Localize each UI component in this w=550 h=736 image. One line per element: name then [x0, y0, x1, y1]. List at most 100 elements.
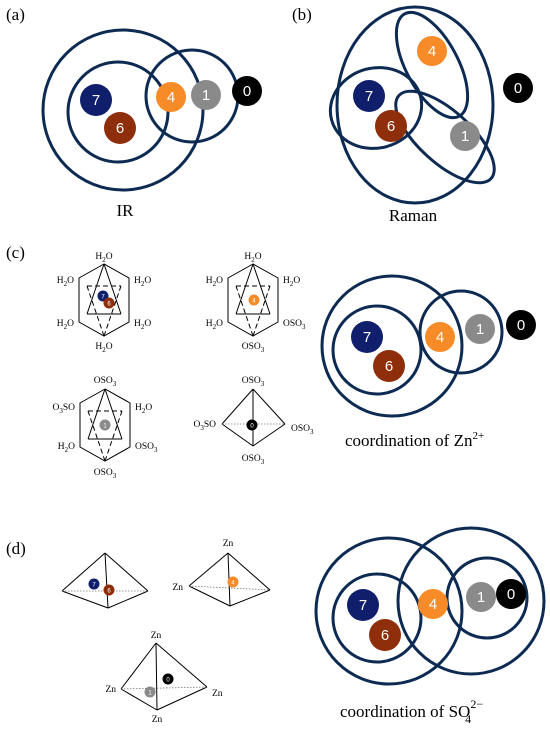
- ball-6: 6: [104, 112, 136, 144]
- ball-0: 0: [503, 73, 533, 103]
- ball-1: 1: [450, 121, 480, 151]
- raman-right-ring: [394, 89, 496, 185]
- ball-4: 4: [425, 322, 455, 352]
- zn-outer-ring: [320, 274, 464, 418]
- tetrahedron-edge: [107, 590, 149, 609]
- panel-a-label: (a): [6, 5, 25, 24]
- zn-right-ring: [418, 289, 504, 375]
- tetrahedron-edge: [155, 642, 208, 688]
- tetrahedron-hidden-edge: [120, 686, 208, 690]
- octahedron-hidden-edge: [104, 410, 123, 462]
- ligand-oso3: OSO3: [242, 454, 265, 466]
- panel-b: (b) 4 7 6 1 0 Raman: [292, 5, 533, 225]
- ligand-zn: Zn: [172, 583, 183, 593]
- svg-text:0: 0: [166, 678, 170, 684]
- ligand-zn: Zn: [212, 689, 223, 699]
- svg-text:7: 7: [359, 597, 367, 614]
- ball-7: 7: [80, 84, 112, 116]
- ball-6: 6: [373, 350, 405, 382]
- tetrahedron-edge: [221, 423, 254, 447]
- tetrahedron-edge: [221, 388, 254, 425]
- tetrahedron-edge: [155, 642, 158, 711]
- ligand-zn: Zn: [151, 631, 162, 641]
- ball-0: 0: [232, 76, 262, 106]
- svg-text:1: 1: [148, 691, 152, 697]
- ligand-oso3: OSO3: [94, 376, 117, 388]
- ball-4: 4: [418, 589, 448, 619]
- octahedron-edge: [87, 388, 106, 440]
- ligand-h2o: H2O: [57, 319, 74, 331]
- ball-0: 0: [246, 419, 258, 431]
- octahedron-hidden-edge: [86, 285, 105, 337]
- zn-inner-ring: [331, 304, 423, 396]
- svg-text:6: 6: [387, 118, 395, 135]
- panel-c-label: (c): [6, 243, 25, 262]
- zn-caption: coordination of Zn2+: [345, 430, 484, 450]
- panel-b-label: (b): [292, 5, 312, 24]
- ligand-h2o: H2O: [57, 276, 74, 288]
- so4-caption: coordination of SO2−4: [340, 697, 483, 726]
- svg-text:6: 6: [381, 627, 389, 644]
- svg-text:1: 1: [476, 321, 484, 338]
- tetrahedron-edge: [61, 552, 106, 592]
- tetrahedron-edge: [120, 642, 157, 690]
- svg-text:1: 1: [103, 424, 107, 430]
- tetrahedron-so4-7-6: 7 6: [61, 552, 149, 609]
- panel-a: (a) 7 6 4 1 0 IR: [6, 5, 262, 220]
- octahedron-hidden-edge: [103, 285, 122, 337]
- panel-d: (d) 7 6: [6, 526, 546, 726]
- tetrahedron-edge: [104, 552, 109, 609]
- svg-text:0: 0: [250, 424, 254, 430]
- ball-6: 6: [103, 584, 115, 596]
- ligand-h2o: H2O: [134, 276, 151, 288]
- tetrahedron-edge: [252, 423, 286, 447]
- svg-text:0: 0: [507, 586, 515, 603]
- svg-text:4: 4: [429, 596, 437, 613]
- panel-c: (c) 7 6 H2O H2O H2O H2O H2O H2O: [6, 243, 536, 480]
- octahedron-edge: [86, 263, 105, 315]
- raman-outer-ring: [335, 5, 495, 205]
- ligand-oso3: OSO3: [283, 319, 306, 331]
- ball-4: 4: [248, 294, 260, 306]
- tetrahedron-edge: [229, 589, 271, 607]
- tetrahedron-zn-oso3: 0 OSO3 O3SO OSO3 OSO3: [193, 376, 314, 466]
- tetrahedron-edge: [104, 552, 149, 592]
- tetrahedron-so4-1-0: 0 1 Zn Zn Zn Zn: [105, 631, 222, 725]
- svg-text:7: 7: [363, 329, 371, 346]
- so4-right-ring: [396, 526, 546, 676]
- ligand-oso3: OSO3: [94, 468, 117, 480]
- ball-4: 4: [417, 36, 447, 66]
- svg-text:4: 4: [428, 43, 436, 60]
- ball-1: 1: [191, 80, 221, 110]
- raman-caption: Raman: [389, 206, 438, 225]
- octahedron-edge: [104, 388, 123, 440]
- svg-text:7: 7: [92, 92, 100, 109]
- ligand-h2o: H2O: [58, 442, 75, 454]
- octahedron-zn-h2o-oso3: 4 H2O H2O H2O H2O OSO3 OSO3: [206, 252, 306, 354]
- so4-left-ring: [314, 536, 464, 686]
- ligand-h2o: H2O: [95, 252, 112, 264]
- svg-text:4: 4: [252, 299, 256, 305]
- ligand-h2o: H2O: [283, 276, 300, 288]
- ligand-oso3: OSO3: [242, 376, 265, 388]
- octahedron-hidden-edge: [252, 285, 271, 337]
- ball-7: 7: [351, 321, 383, 353]
- ligand-zn: Zn: [105, 685, 116, 695]
- tetrahedron-edge: [188, 585, 231, 607]
- octahedron-hidden-edge: [235, 285, 254, 337]
- ligand-oso3: OSO3: [135, 442, 158, 454]
- svg-text:7: 7: [101, 295, 105, 301]
- tetrahedron-edge: [188, 552, 229, 587]
- ball-1: 1: [144, 686, 156, 698]
- so4-coordination-venn: 7 6 4 1 0: [314, 526, 546, 686]
- ligand-oso3: OSO3: [242, 342, 265, 354]
- so4-inner-ring: [331, 572, 423, 664]
- svg-text:0: 0: [514, 80, 522, 97]
- svg-text:6: 6: [385, 358, 393, 375]
- octahedron-zn-oso3-mixed: 1 OSO3 O3SO H2O H2O OSO3 OSO3: [52, 376, 158, 480]
- zn-coordination-venn: 7 6 4 1 0: [320, 274, 536, 418]
- ball-7: 7: [347, 589, 379, 621]
- ball-1: 1: [99, 419, 111, 431]
- octahedron-zn-h2o: 7 6 H2O H2O H2O H2O H2O H2O: [57, 252, 152, 354]
- ligand-zn: Zn: [223, 539, 234, 549]
